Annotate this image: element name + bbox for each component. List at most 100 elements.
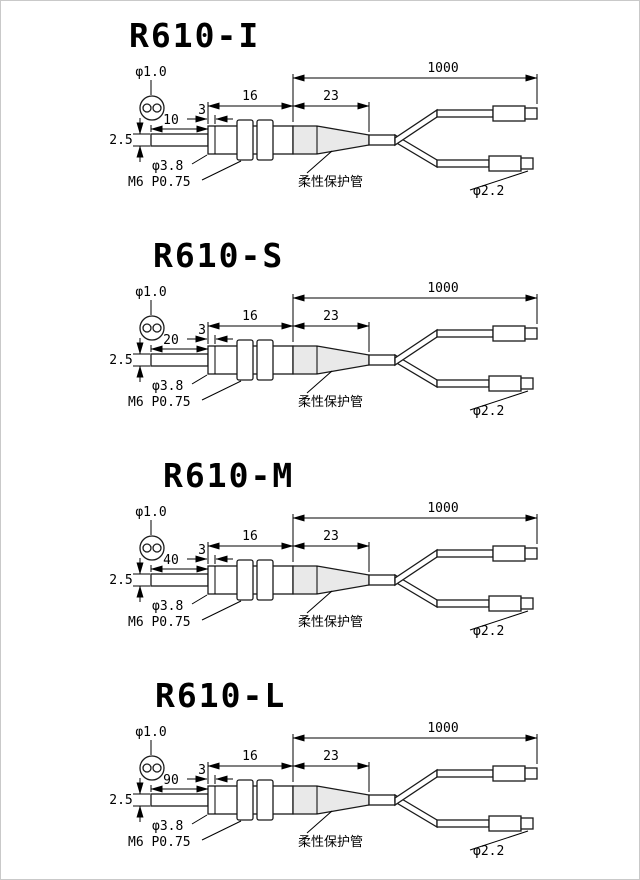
tip-core — [142, 762, 152, 773]
flexible-tube — [292, 124, 370, 155]
collar-length-dim: 3 — [198, 323, 206, 338]
body-diameter-label: φ3.8 — [152, 379, 183, 394]
fiber-diameter-label: φ2.2 — [473, 844, 504, 859]
tip-core — [152, 102, 162, 113]
body-diameter-label: φ3.8 — [152, 819, 183, 834]
dimension-drawing: φ1.0 1000 16 23 3 90 2.5 φ3.8M6 P0.75 柔性保护管 φ2.2 — [109, 721, 538, 859]
thread-spec-label: M6 P0.75 — [128, 175, 191, 190]
hex-nut — [256, 778, 274, 821]
body-diameter-label: φ3.8 — [152, 599, 183, 614]
probe-height-dim: 2.5 — [109, 793, 132, 808]
flexible-tube — [292, 564, 370, 595]
fiber-ferrule — [524, 766, 538, 780]
probe-height-dim: 2.5 — [109, 353, 132, 368]
hex-nut — [256, 118, 274, 161]
tip-core — [152, 322, 162, 333]
probe-tip — [150, 352, 209, 367]
variant-title: R610-S — [153, 236, 285, 275]
flexible-tube-label: 柔性保护管 — [298, 395, 363, 410]
thread-spec-label: M6 P0.75 — [128, 835, 191, 850]
tube-length-dim: 23 — [323, 749, 339, 764]
fiber-ferrule — [524, 106, 538, 120]
hex-nut — [236, 778, 254, 821]
tip-core — [142, 102, 152, 113]
fiber-upper-run — [436, 768, 494, 778]
probe-length-dim: 10 — [163, 113, 179, 128]
variant-title: R610-M — [163, 456, 295, 495]
fiber-lower-run — [436, 818, 490, 828]
probe-tip — [150, 792, 209, 807]
cable — [368, 793, 396, 806]
fiber-ferrule — [520, 596, 534, 610]
tip-core — [152, 542, 162, 553]
cable — [368, 133, 396, 146]
fiber-diameter-label: φ2.2 — [473, 404, 504, 419]
overall-length-dim: 1000 — [427, 61, 458, 76]
fiber-connector — [488, 814, 522, 832]
tip-diameter-label: φ1.0 — [135, 505, 166, 520]
probe-tip — [150, 132, 209, 147]
cable — [368, 573, 396, 586]
tip-core — [142, 542, 152, 553]
fiber-ferrule — [520, 156, 534, 170]
tube-length-dim: 23 — [323, 309, 339, 324]
fiber-ferrule — [524, 546, 538, 560]
fiber-connector — [488, 594, 522, 612]
fiber-connector — [492, 324, 526, 342]
fiber-ferrule — [524, 326, 538, 340]
fiber-connector — [488, 374, 522, 392]
fiber-ferrule — [520, 816, 534, 830]
flexible-tube — [292, 784, 370, 815]
fiber-connector — [492, 764, 526, 782]
collar-length-dim: 3 — [198, 543, 206, 558]
hex-nut — [256, 558, 274, 601]
probe-tip — [150, 572, 209, 587]
fiber-branch-upper — [394, 548, 438, 586]
tube-length-dim: 23 — [323, 89, 339, 104]
body-length-dim: 16 — [242, 309, 258, 324]
hex-nut — [236, 338, 254, 381]
variant-title: R610-I — [129, 16, 261, 55]
variant-title: R610-L — [155, 676, 287, 715]
collar-length-dim: 3 — [198, 763, 206, 778]
fiber-lower-run — [436, 158, 490, 168]
tip-end-view — [139, 754, 165, 781]
cable — [368, 353, 396, 366]
tip-diameter-label: φ1.0 — [135, 725, 166, 740]
flexible-tube — [292, 344, 370, 375]
hex-nut — [256, 338, 274, 381]
fiber-upper-run — [436, 548, 494, 558]
tube-length-dim: 23 — [323, 529, 339, 544]
tip-end-view — [139, 94, 165, 121]
collar-length-dim: 3 — [198, 103, 206, 118]
fiber-upper-run — [436, 328, 494, 338]
fiber-branch-upper — [394, 108, 438, 146]
flexible-tube-label: 柔性保护管 — [298, 835, 363, 850]
tip-diameter-label: φ1.0 — [135, 65, 166, 80]
fiber-lower-run — [436, 598, 490, 608]
fiber-lower-run — [436, 378, 490, 388]
fiber-diameter-label: φ2.2 — [473, 624, 504, 639]
probe-length-dim: 40 — [163, 553, 179, 568]
fiber-ferrule — [520, 376, 534, 390]
thread-spec-label: M6 P0.75 — [128, 395, 191, 410]
hex-nut — [236, 558, 254, 601]
fiber-diameter-label: φ2.2 — [473, 184, 504, 199]
fiber-connector — [492, 104, 526, 122]
tip-diameter-label: φ1.0 — [135, 285, 166, 300]
hex-nut — [236, 118, 254, 161]
overall-length-dim: 1000 — [427, 721, 458, 736]
body-length-dim: 16 — [242, 749, 258, 764]
probe-length-dim: 90 — [163, 773, 179, 788]
flexible-tube-label: 柔性保护管 — [298, 175, 363, 190]
probe-length-dim: 20 — [163, 333, 179, 348]
